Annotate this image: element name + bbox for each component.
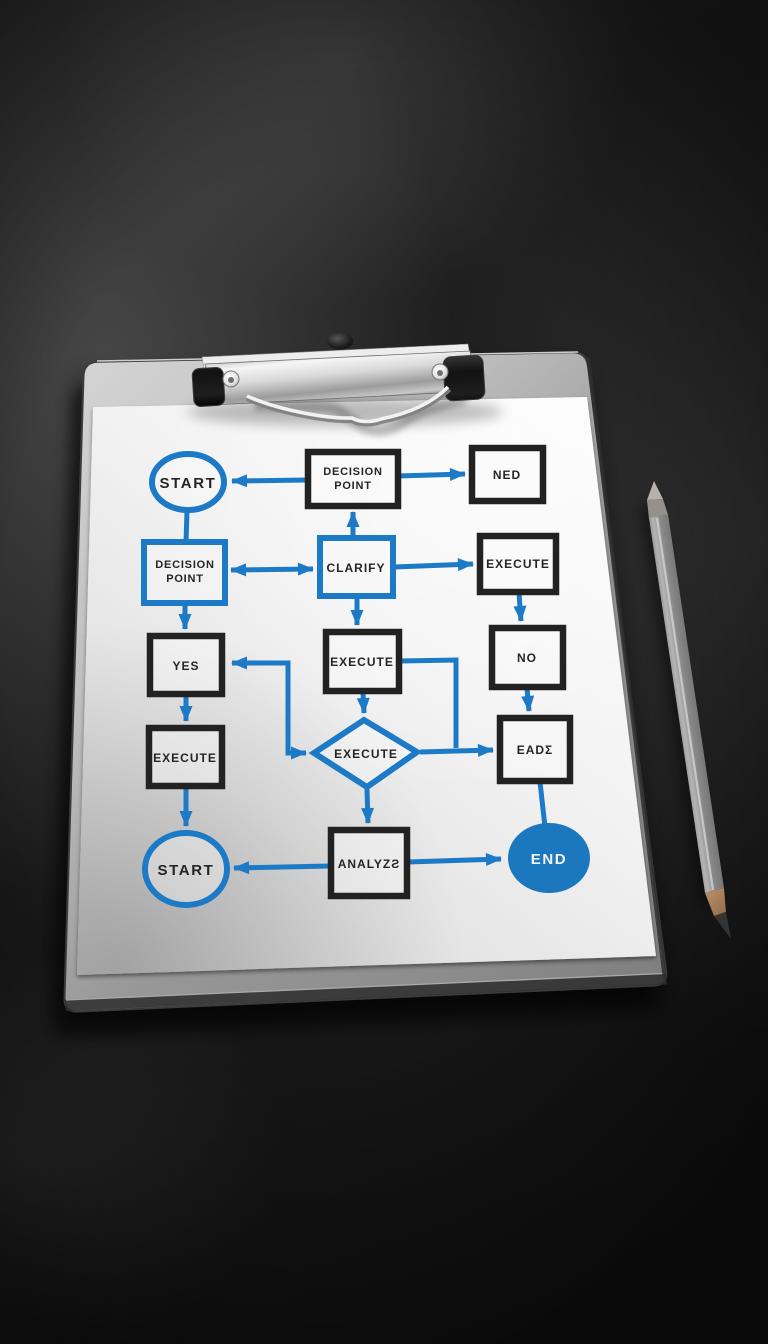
scene-svg: START DECISION POINT NED DECISION POINT …	[0, 0, 768, 1344]
grain-overlay	[0, 0, 768, 1344]
background-surface: START DECISION POINT NED DECISION POINT …	[0, 0, 768, 1344]
